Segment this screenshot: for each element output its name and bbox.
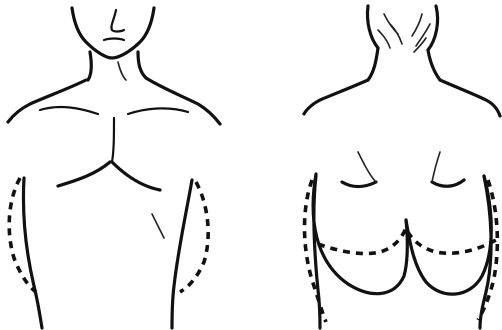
front-shoulder-right [146, 78, 220, 124]
back-breast-left [313, 174, 407, 294]
back-torso-right-side [480, 176, 491, 328]
front-pectoral-left [58, 162, 110, 186]
back-hair-strands-left [378, 14, 402, 48]
front-shoulder-left [8, 80, 86, 122]
back-hair-right [428, 6, 438, 50]
front-pectoral-right [112, 162, 160, 190]
back-view-figure [304, 6, 500, 328]
front-view-figure [8, 8, 220, 328]
front-neck-muscle [118, 62, 126, 80]
back-neck-right [428, 50, 440, 80]
back-spine-right [432, 152, 440, 182]
front-jawline [72, 8, 154, 58]
front-sternum [112, 118, 114, 162]
back-hair-left [367, 6, 378, 48]
front-clavicle-right [128, 108, 188, 114]
back-breast-right [406, 176, 491, 294]
back-shoulder-right [440, 80, 500, 116]
back-torso-left-side [314, 176, 320, 328]
back-spine-left [358, 152, 376, 182]
back-hair-strands-right [412, 14, 430, 52]
front-clavicle-left [40, 107, 98, 114]
front-neck-right [138, 52, 146, 78]
back-shoulder-left [304, 80, 368, 114]
back-neck-left [368, 48, 378, 80]
front-nose [111, 10, 124, 32]
front-torso-right-side [172, 180, 192, 328]
back-scapula-right [432, 180, 464, 186]
front-armpit-right [152, 214, 164, 238]
front-mouth [104, 39, 124, 41]
front-dashed-marking-right [180, 182, 208, 292]
front-neck-left [88, 52, 91, 80]
front-torso-left-side [23, 178, 42, 328]
back-scapula-left [342, 182, 376, 187]
